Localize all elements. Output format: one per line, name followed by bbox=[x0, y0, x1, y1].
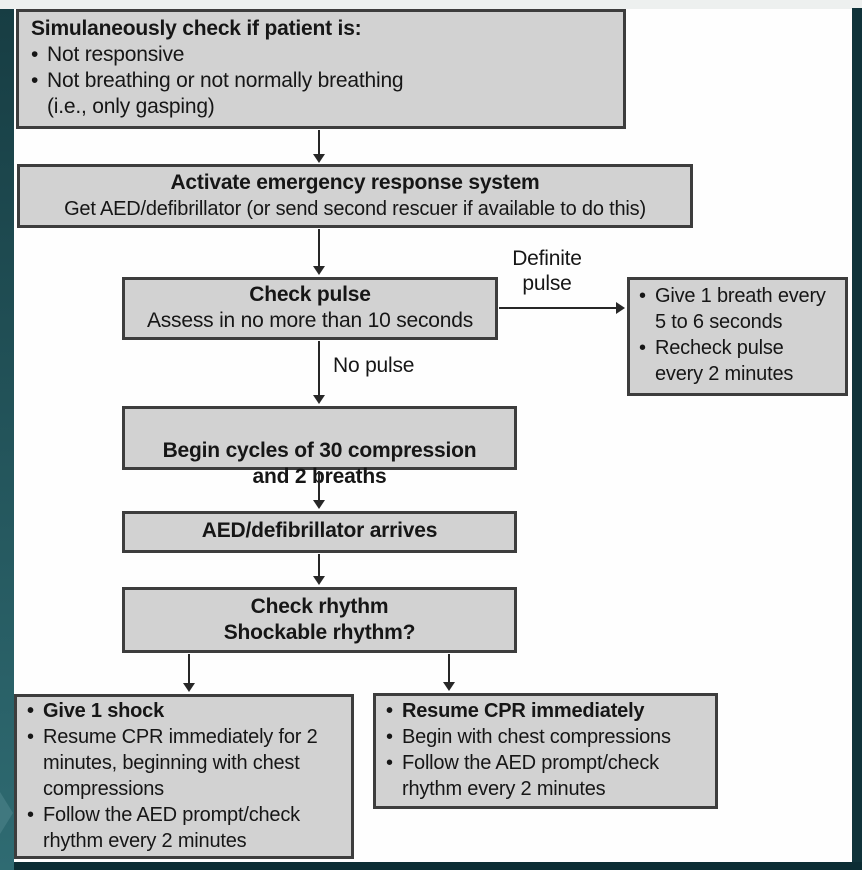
arrow-no-pulse-line bbox=[318, 341, 320, 396]
bullet-text: Give 1 shock bbox=[43, 700, 164, 722]
arrow-definite-pulse-head bbox=[616, 302, 625, 314]
bullet-text: Follow the AED prompt/check rhythm every… bbox=[402, 752, 659, 800]
check-patient-bullet-1: • Not responsive bbox=[31, 42, 611, 68]
bullet-text: Not breathing or not normally breathing bbox=[47, 69, 404, 92]
box-activate-ems: Activate emergency response system Get A… bbox=[17, 164, 693, 228]
bullet-dot: • bbox=[639, 285, 646, 307]
left-edge-strip bbox=[0, 9, 14, 870]
arrow-activate-to-pulse-line bbox=[318, 229, 320, 267]
box-compression-cycles: Begin cycles of 30 compression and 2 bre… bbox=[122, 406, 517, 488]
arrow-compressions-to-aed-line bbox=[318, 471, 320, 501]
arrow-rhythm-to-nonshockable-head bbox=[443, 682, 455, 691]
box-shockable-actions: • Give 1 shock • Resume CPR immediately … bbox=[14, 694, 354, 859]
bottom-edge-strip bbox=[14, 862, 862, 870]
check-patient-continuation: (i.e., only gasping) bbox=[47, 95, 215, 118]
arrow-definite-pulse-line bbox=[499, 307, 617, 309]
nonshockable-bullet-3: • Follow the AED prompt/check rhythm eve… bbox=[386, 750, 707, 802]
bullet-text: Give 1 breath every 5 to 6 seconds bbox=[655, 285, 826, 333]
bullet-dot: • bbox=[31, 69, 39, 92]
box-activate-ems-subtitle: Get AED/defibrillator (or send second re… bbox=[64, 198, 646, 220]
shockable-bullet-2: • Resume CPR immediately for 2 minutes, … bbox=[27, 724, 343, 802]
arrow-check-to-activate-head bbox=[313, 154, 325, 163]
box-aed-arrives: AED/defibrillator arrives bbox=[122, 511, 517, 553]
bullet-dot: • bbox=[386, 700, 393, 722]
box-check-pulse-title: Check pulse bbox=[249, 283, 371, 306]
box-check-rhythm-line1: Check rhythm bbox=[250, 595, 389, 618]
bullet-dot: • bbox=[31, 43, 39, 66]
bullet-text: Not responsive bbox=[47, 43, 185, 66]
nonshockable-bullet-2: • Begin with chest compressions bbox=[386, 724, 707, 750]
bullet-dot: • bbox=[639, 337, 646, 359]
bullet-text: Resume CPR immediately bbox=[402, 700, 645, 722]
box-check-pulse: Check pulse Assess in no more than 10 se… bbox=[122, 277, 498, 340]
box-rescue-breathing: • Give 1 breath every 5 to 6 seconds • R… bbox=[627, 277, 848, 396]
right-edge-strip bbox=[852, 8, 862, 870]
arrow-activate-to-pulse-head bbox=[313, 266, 325, 275]
arrow-check-to-activate-line bbox=[318, 130, 320, 156]
label-definite-pulse: Definite pulse bbox=[512, 247, 582, 295]
label-no-pulse: No pulse bbox=[333, 354, 415, 377]
arrow-rhythm-to-shockable-head bbox=[183, 683, 195, 692]
box-compression-cycles-title: Begin cycles of 30 compression and 2 bre… bbox=[162, 439, 477, 488]
shockable-bullet-3: • Follow the AED prompt/check rhythm eve… bbox=[27, 802, 343, 854]
nonshockable-bullet-1: • Resume CPR immediately bbox=[386, 698, 707, 724]
check-patient-bullet-2: • Not breathing or not normally breathin… bbox=[31, 68, 611, 94]
box-check-rhythm: Check rhythm Shockable rhythm? bbox=[122, 587, 517, 653]
arrow-rhythm-to-nonshockable-line bbox=[448, 654, 450, 683]
bullet-dot: • bbox=[386, 752, 393, 774]
bullet-text: Recheck pulse every 2 minutes bbox=[655, 337, 794, 385]
bullet-text: Begin with chest compressions bbox=[402, 726, 671, 748]
arrow-no-pulse-head bbox=[313, 395, 325, 404]
bullet-dot: • bbox=[27, 804, 34, 826]
bullet-dot: • bbox=[27, 700, 34, 722]
arrow-aed-to-rhythm-head bbox=[313, 576, 325, 585]
box-nonshockable-actions: • Resume CPR immediately • Begin with ch… bbox=[373, 693, 718, 809]
box-check-pulse-subtitle: Assess in no more than 10 seconds bbox=[146, 309, 474, 332]
arrow-compressions-to-aed-head bbox=[313, 500, 325, 509]
box-aed-arrives-title: AED/defibrillator arrives bbox=[201, 519, 438, 542]
rescue-breathing-bullet-2: • Recheck pulse every 2 minutes bbox=[639, 335, 841, 387]
arrow-rhythm-to-shockable-line bbox=[188, 654, 190, 684]
bullet-dot: • bbox=[27, 726, 34, 748]
box-check-rhythm-line2: Shockable rhythm? bbox=[223, 621, 416, 644]
rescue-breathing-bullet-1: • Give 1 breath every 5 to 6 seconds bbox=[639, 283, 841, 335]
left-strip-highlight-triangle bbox=[0, 792, 13, 834]
shockable-bullet-1: • Give 1 shock bbox=[27, 698, 343, 724]
box-check-patient-title: Simulaneously check if patient is: bbox=[31, 17, 362, 40]
top-edge-strip bbox=[0, 0, 862, 9]
arrow-aed-to-rhythm-line bbox=[318, 554, 320, 577]
bullet-text: Follow the AED prompt/check rhythm every… bbox=[43, 804, 300, 852]
box-check-patient: Simulaneously check if patient is: • Not… bbox=[16, 9, 626, 129]
box-activate-ems-title: Activate emergency response system bbox=[170, 171, 540, 194]
bullet-text: Resume CPR immediately for 2 minutes, be… bbox=[43, 726, 318, 800]
bullet-dot: • bbox=[386, 726, 393, 748]
